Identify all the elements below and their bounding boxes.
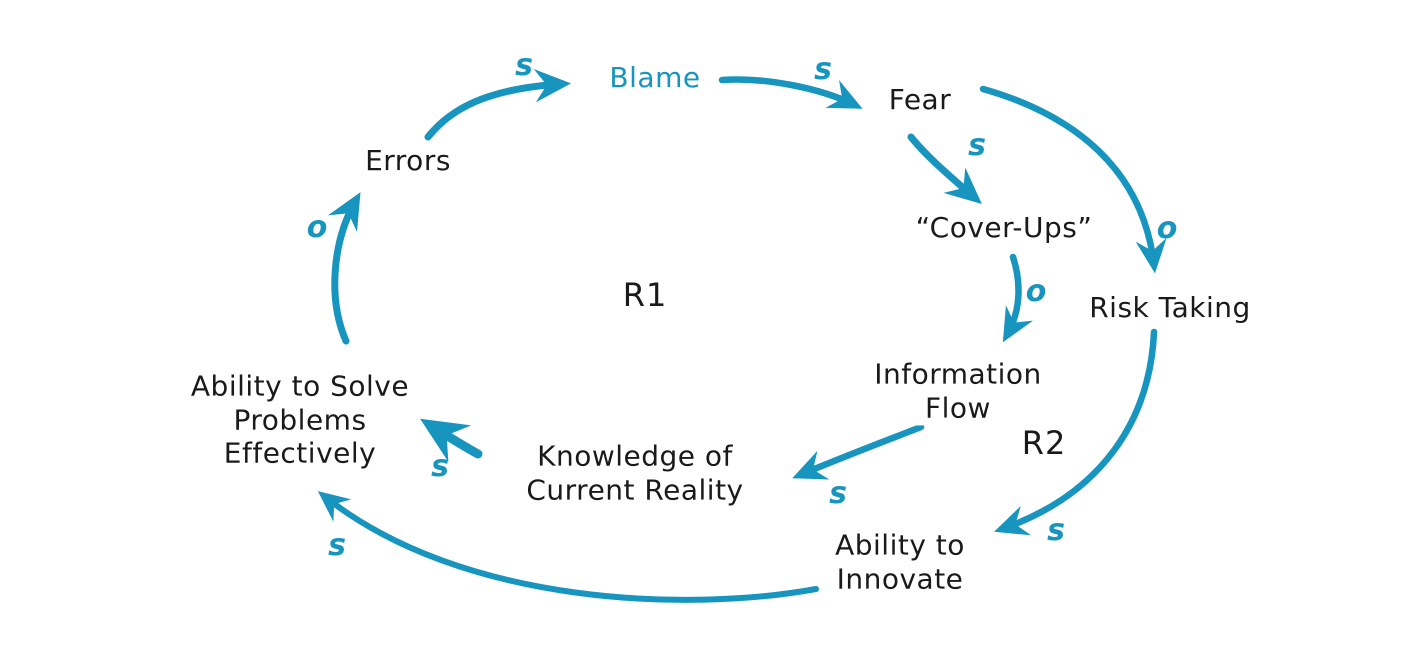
arrow-errors-to-blame [424, 68, 572, 141]
arrow-risk-taking-to-ability-innovate [994, 328, 1158, 536]
arrow-knowledge-to-ability-solve [420, 418, 483, 462]
node-cover-ups: “Cover-Ups” [911, 210, 1097, 246]
polarity-risk-taking-ability-innovate: s [1047, 513, 1065, 548]
loop-label-r2: R2 [1021, 424, 1067, 462]
polarity-knowledge-ability-solve: s [431, 449, 449, 484]
node-knowledge-of-current-reality: Knowledge of Current Reality [522, 438, 748, 508]
polarity-information-flow-knowledge: s [829, 476, 847, 511]
arrow-ability-innovate-to-ability-solve [317, 491, 819, 603]
node-risk-taking: Risk Taking [1085, 290, 1255, 326]
polarity-blame-fear: s [814, 52, 832, 87]
arrow-fear-to-cover-ups [907, 133, 982, 204]
polarity-cover-ups-information-flow: o [1025, 274, 1047, 309]
loop-label-r1: R1 [622, 276, 668, 314]
arrow-ability-solve-to-errors [327, 192, 361, 345]
arrow-blame-to-fear [718, 76, 863, 109]
polarity-ability-solve-errors: o [306, 210, 328, 245]
node-information-flow: Information Flow [870, 356, 1046, 426]
node-blame: Blame [605, 60, 705, 96]
arrow-fear-to-risk-taking [979, 85, 1167, 274]
node-ability-to-innovate: Ability to Innovate [831, 527, 969, 597]
polarity-fear-cover-ups: s [968, 128, 986, 163]
polarity-errors-blame: s [515, 48, 533, 83]
polarity-fear-risk-taking: o [1156, 211, 1178, 246]
arrow-information-flow-to-knowledge [792, 423, 925, 480]
node-fear: Fear [884, 82, 956, 118]
arrow-cover-ups-to-information-flow [1002, 253, 1034, 343]
node-ability-to-solve-problems: Ability to Solve Problems Effectively [186, 368, 414, 472]
node-errors: Errors [361, 143, 455, 179]
polarity-ability-innovate-ability-solve: s [328, 528, 346, 563]
